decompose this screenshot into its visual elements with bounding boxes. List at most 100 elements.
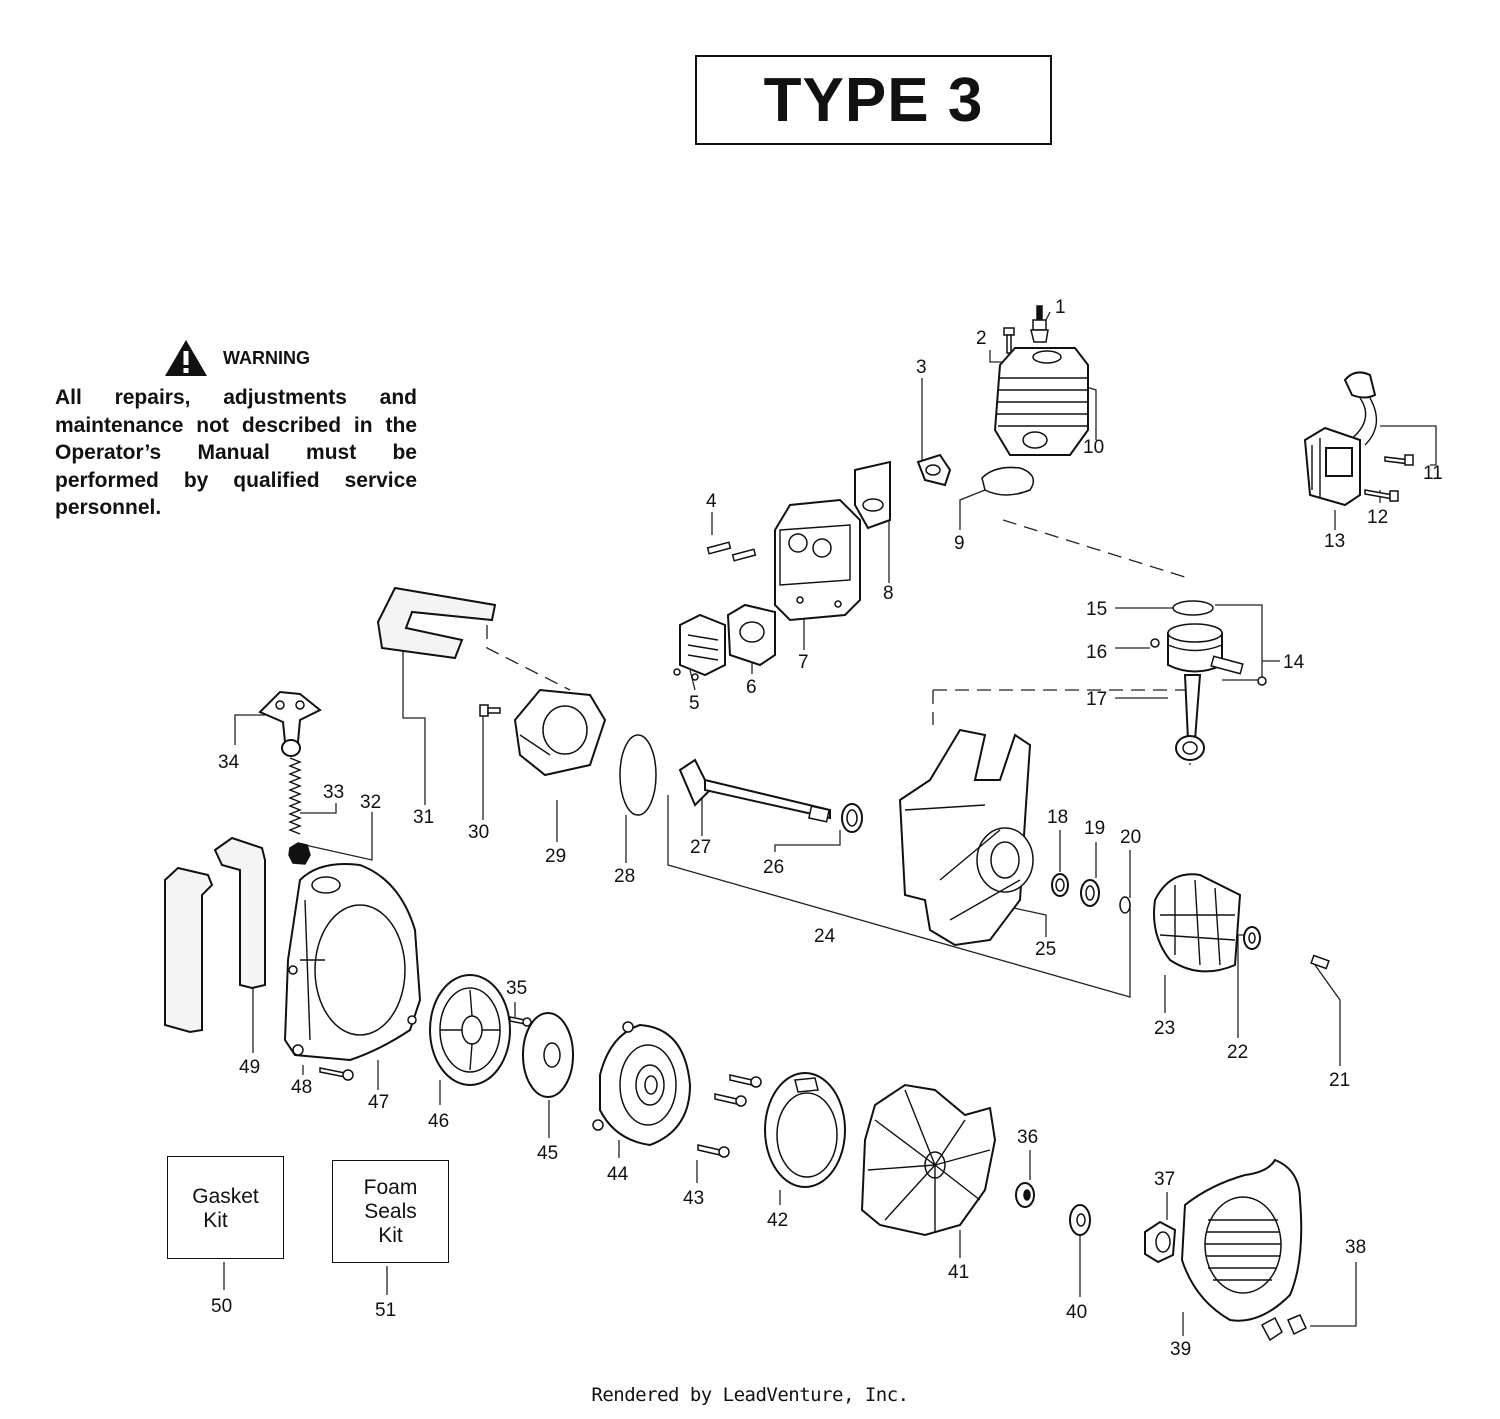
part-washer-22 — [1243, 926, 1261, 950]
assembly-dashed-lines — [486, 519, 1191, 765]
callout-35: 35 — [506, 978, 527, 999]
callout-28: 28 — [614, 866, 635, 887]
part-impeller-plate-42 — [764, 1072, 846, 1188]
warning-header: WARNING — [163, 338, 417, 378]
part-cylinder — [993, 347, 1089, 456]
gasket-kit-line-2: Kit — [203, 1209, 228, 1232]
foam-seals-kit-box: Foam Seals Kit — [332, 1160, 449, 1263]
callout-29: 29 — [545, 846, 566, 867]
part-blower-cover-39 — [1180, 1158, 1303, 1322]
callout-24: 24 — [814, 926, 836, 947]
type-heading-box: TYPE 3 — [695, 55, 1052, 145]
part-clips-38 — [1260, 1314, 1307, 1342]
part-pulley-46 — [429, 974, 511, 1086]
callout-17: 17 — [1086, 689, 1107, 710]
part-starter-handle-34 — [258, 690, 322, 757]
warning-text: All repairs, adjustments and maintenance… — [55, 386, 417, 519]
part-muffler — [774, 498, 861, 622]
callout-44: 44 — [607, 1164, 629, 1185]
part-screw-35 — [509, 1016, 532, 1027]
callout-43: 43 — [683, 1188, 704, 1209]
part-piston-ring-15 — [1172, 600, 1214, 616]
type-heading: TYPE 3 — [763, 65, 984, 135]
part-spacer-37 — [1144, 1220, 1177, 1264]
part-spark-plug — [1030, 305, 1049, 343]
callout-15: 15 — [1086, 599, 1107, 620]
callout-3: 3 — [916, 357, 927, 378]
part-washer-40 — [1069, 1204, 1091, 1236]
callout-26: 26 — [763, 857, 784, 878]
foam-kit-line-3: Kit — [378, 1224, 403, 1247]
part-flywheel-23 — [1153, 873, 1242, 973]
part-screws-48 — [319, 1067, 354, 1081]
callout-39: 39 — [1170, 1339, 1191, 1360]
part-muffler-gasket-6 — [726, 603, 776, 667]
footer-credit: Rendered by LeadVenture, Inc. — [591, 1384, 909, 1406]
callout-6: 6 — [746, 677, 757, 698]
callout-5: 5 — [689, 693, 700, 714]
callout-34: 34 — [218, 752, 240, 773]
part-o-ring-28 — [619, 734, 657, 816]
callout-2: 2 — [976, 328, 987, 349]
callout-11: 11 — [1423, 463, 1443, 484]
part-bearing-18 — [1051, 873, 1069, 897]
callout-21: 21 — [1329, 1070, 1350, 1091]
foam-kit-line-1: Foam — [363, 1176, 418, 1199]
callout-22: 22 — [1227, 1042, 1248, 1063]
part-screws-4 — [706, 541, 757, 562]
callout-1: 1 — [1055, 297, 1066, 318]
callout-18: 18 — [1047, 807, 1068, 828]
warning-triangle-icon — [165, 340, 207, 376]
part-foam-seal-31 — [376, 586, 497, 660]
leader-lines — [223, 311, 1437, 1336]
part-piston-assembly — [1150, 623, 1267, 761]
callout-30: 30 — [468, 822, 489, 843]
part-spring-washer-45 — [522, 1012, 574, 1098]
warning-block: WARNING All repairs, adjustments and mai… — [55, 338, 417, 522]
part-retaining-ring-20 — [1119, 896, 1131, 914]
callout-32: 32 — [360, 792, 381, 813]
callout-33: 33 — [323, 782, 344, 803]
callout-40: 40 — [1066, 1302, 1087, 1323]
callout-45: 45 — [537, 1143, 558, 1164]
part-starter-housing-44 — [592, 1021, 692, 1147]
callout-10: 10 — [1083, 437, 1104, 458]
part-screw-2 — [1003, 327, 1015, 354]
callout-9: 9 — [954, 533, 965, 554]
part-heat-shield-8 — [854, 460, 891, 530]
part-screw-30 — [479, 704, 501, 717]
callout-23: 23 — [1154, 1018, 1175, 1039]
part-impeller-41 — [860, 1083, 997, 1237]
part-screws-43 — [697, 1074, 762, 1158]
callout-7: 7 — [798, 652, 809, 673]
callout-38: 38 — [1345, 1237, 1366, 1258]
callout-31: 31 — [413, 807, 434, 828]
callout-47: 47 — [368, 1092, 389, 1113]
callout-13: 13 — [1324, 531, 1345, 552]
part-spring-33 — [288, 757, 302, 835]
callout-labels: 1 2 3 4 5 6 7 8 9 10 11 12 13 14 15 16 1… — [211, 297, 1443, 1360]
callout-46: 46 — [428, 1111, 449, 1132]
callout-42: 42 — [767, 1210, 788, 1231]
callout-48: 48 — [291, 1077, 312, 1098]
callout-41: 41 — [948, 1262, 969, 1283]
part-pin-21 — [1310, 954, 1330, 970]
part-cylinder-gasket-9 — [981, 466, 1035, 496]
callout-27: 27 — [690, 837, 711, 858]
part-spark-arrestor-5 — [673, 613, 726, 681]
part-crankcase-25 — [898, 728, 1034, 947]
part-nut-32 — [288, 842, 311, 865]
callout-12: 12 — [1367, 507, 1388, 528]
callout-50: 50 — [211, 1296, 232, 1317]
part-intake-gasket-3 — [916, 453, 952, 487]
callout-51: 51 — [375, 1300, 396, 1321]
callout-25: 25 — [1035, 939, 1056, 960]
callout-14: 14 — [1283, 652, 1305, 673]
gasket-kit-line-1: Gasket — [192, 1185, 259, 1208]
callout-19: 19 — [1084, 818, 1105, 839]
part-ignition-module — [1303, 371, 1414, 507]
callout-49: 49 — [239, 1057, 260, 1078]
callout-36: 36 — [1017, 1127, 1038, 1148]
callout-37: 37 — [1154, 1169, 1175, 1190]
